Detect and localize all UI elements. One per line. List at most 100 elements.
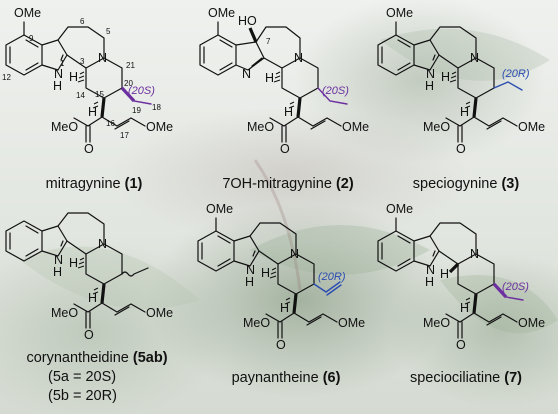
atom-number: 12 bbox=[2, 73, 11, 82]
ome-label: OMe bbox=[386, 202, 413, 216]
note-5a: (5a = 20S) bbox=[48, 369, 117, 385]
h15-label: H bbox=[88, 291, 97, 305]
compound-number: (3) bbox=[501, 176, 520, 192]
enol-ester bbox=[85, 116, 146, 143]
enol-ome-label: OMe bbox=[146, 120, 173, 134]
caption-mitragynine: mitragynine (1) bbox=[12, 176, 176, 192]
n4-label: N bbox=[294, 51, 303, 65]
caption-speciogynine: speciogynine (3) bbox=[378, 176, 554, 192]
n4-label: N bbox=[98, 51, 107, 65]
ester-label: MeO bbox=[243, 316, 270, 330]
atom-number: 20 bbox=[124, 79, 133, 88]
n1-label: N bbox=[242, 67, 251, 81]
ho-label: HO bbox=[238, 14, 257, 28]
benzene-ring bbox=[5, 34, 43, 76]
h3-label: H bbox=[441, 70, 450, 84]
compound-number: (2) bbox=[335, 176, 354, 192]
paynantheine-structure: OMe N H N H H MeO O OMe (20R) bbox=[197, 202, 365, 352]
caption-speciociliatine: speciociliatine (7) bbox=[378, 370, 554, 386]
ester-label: MeO bbox=[423, 120, 450, 134]
ring-d bbox=[85, 57, 123, 99]
atom-number: 6 bbox=[80, 17, 85, 26]
carbonyl-o-label: O bbox=[276, 338, 286, 352]
atom-number: 19 bbox=[132, 106, 141, 115]
caption-7oh-mitragynine: 7OH-mitragynine (2) bbox=[196, 176, 380, 192]
h3-label: H bbox=[261, 266, 270, 280]
note-5b: (5b = 20R) bbox=[48, 388, 117, 404]
nh-h-label: H bbox=[53, 79, 62, 93]
atom-number: 9 bbox=[29, 34, 34, 43]
carbonyl-o-label: O bbox=[84, 142, 94, 156]
ester-label: MeO bbox=[247, 120, 274, 134]
h15-label: H bbox=[460, 105, 469, 119]
carbonyl-o-label: O bbox=[456, 142, 466, 156]
caption-corynantheidine: corynantheidine (5ab) bbox=[8, 350, 186, 366]
nh-h-label: H bbox=[425, 275, 434, 289]
corynantheidine-structure: N H N H H MeO O OMe bbox=[5, 212, 173, 342]
enol-ome-label: OMe bbox=[338, 316, 365, 330]
nh-h-label: H bbox=[53, 265, 62, 279]
n4-label: N bbox=[290, 247, 299, 261]
carbonyl-o-label: O bbox=[456, 338, 466, 352]
speciociliatine-structure: OMe N H N H H MeO O OMe (20S) bbox=[377, 202, 545, 352]
stereo-label: (20S) bbox=[128, 85, 155, 97]
h15-label: H bbox=[88, 105, 97, 119]
n4-label: N bbox=[470, 51, 479, 65]
compound-number: (1) bbox=[124, 176, 143, 192]
compound-name: 7OH-mitragynine bbox=[222, 176, 332, 192]
n1-label: N bbox=[426, 263, 435, 277]
7oh-mitragynine-structure: OMe HO 7 N N H H MeO O OMe (20S) bbox=[199, 6, 369, 156]
ome-label: OMe bbox=[14, 6, 41, 20]
atom-number: 1 bbox=[60, 59, 65, 68]
h3-label: H bbox=[440, 267, 449, 281]
h15-label: H bbox=[280, 301, 289, 315]
atom-number: 16 bbox=[106, 119, 115, 128]
atom-number: 7 bbox=[266, 37, 271, 46]
stereo-label: (20R) bbox=[318, 271, 346, 283]
stereo-label: (20S) bbox=[502, 281, 529, 293]
enol-ome-label: OMe bbox=[518, 316, 545, 330]
atom-number: 21 bbox=[126, 61, 135, 70]
atom-number: 14 bbox=[76, 91, 85, 100]
n4-label: N bbox=[98, 237, 107, 251]
compound-name: speciogynine bbox=[412, 176, 498, 192]
speciogynine-structure: OMe N H N H H MeO O OMe (20R) bbox=[377, 6, 545, 156]
nh-h-label: H bbox=[245, 275, 254, 289]
h3-label: H bbox=[69, 256, 78, 270]
atom-number: 18 bbox=[152, 103, 161, 112]
h15-label: H bbox=[284, 105, 293, 119]
compound-name: mitragynine bbox=[45, 176, 121, 192]
ome-label: OMe bbox=[208, 6, 235, 20]
carbonyl-o-label: O bbox=[84, 328, 94, 342]
n1-label: N bbox=[246, 263, 255, 277]
enol-ome-label: OMe bbox=[518, 120, 545, 134]
h3-label: H bbox=[265, 71, 274, 85]
atom-number: 15 bbox=[95, 90, 104, 99]
stereo-label: (20R) bbox=[502, 68, 530, 80]
ome-label: OMe bbox=[206, 202, 233, 216]
n4-label: N bbox=[470, 247, 479, 261]
ester-label: MeO bbox=[51, 306, 78, 320]
enol-ome-label: OMe bbox=[146, 306, 173, 320]
stereo-label: (20S) bbox=[322, 85, 349, 97]
n1-label: N bbox=[54, 67, 63, 81]
ester-label: MeO bbox=[51, 120, 78, 134]
compound-name: paynantheine bbox=[231, 370, 319, 386]
n1-label: N bbox=[426, 67, 435, 81]
h3-label: H bbox=[69, 70, 78, 84]
h15-label: H bbox=[460, 301, 469, 315]
compound-number: (5ab) bbox=[132, 350, 168, 366]
n1-label: N bbox=[54, 253, 63, 267]
compound-name: speciociliatine bbox=[409, 370, 501, 386]
compound-number: (6) bbox=[322, 370, 341, 386]
compound-name: corynantheidine bbox=[26, 350, 129, 366]
atom-number: 17 bbox=[120, 131, 129, 140]
compound-number: (7) bbox=[504, 370, 523, 386]
mitragynine-structure: OMe N H N H H MeO O OMe (20S) 9 6 5 12 1… bbox=[2, 6, 173, 156]
enol-ome-label: OMe bbox=[342, 120, 369, 134]
atom-number: 5 bbox=[106, 27, 111, 36]
ester-label: MeO bbox=[423, 316, 450, 330]
atom-number: 3 bbox=[80, 57, 85, 66]
ome-label: OMe bbox=[386, 6, 413, 20]
